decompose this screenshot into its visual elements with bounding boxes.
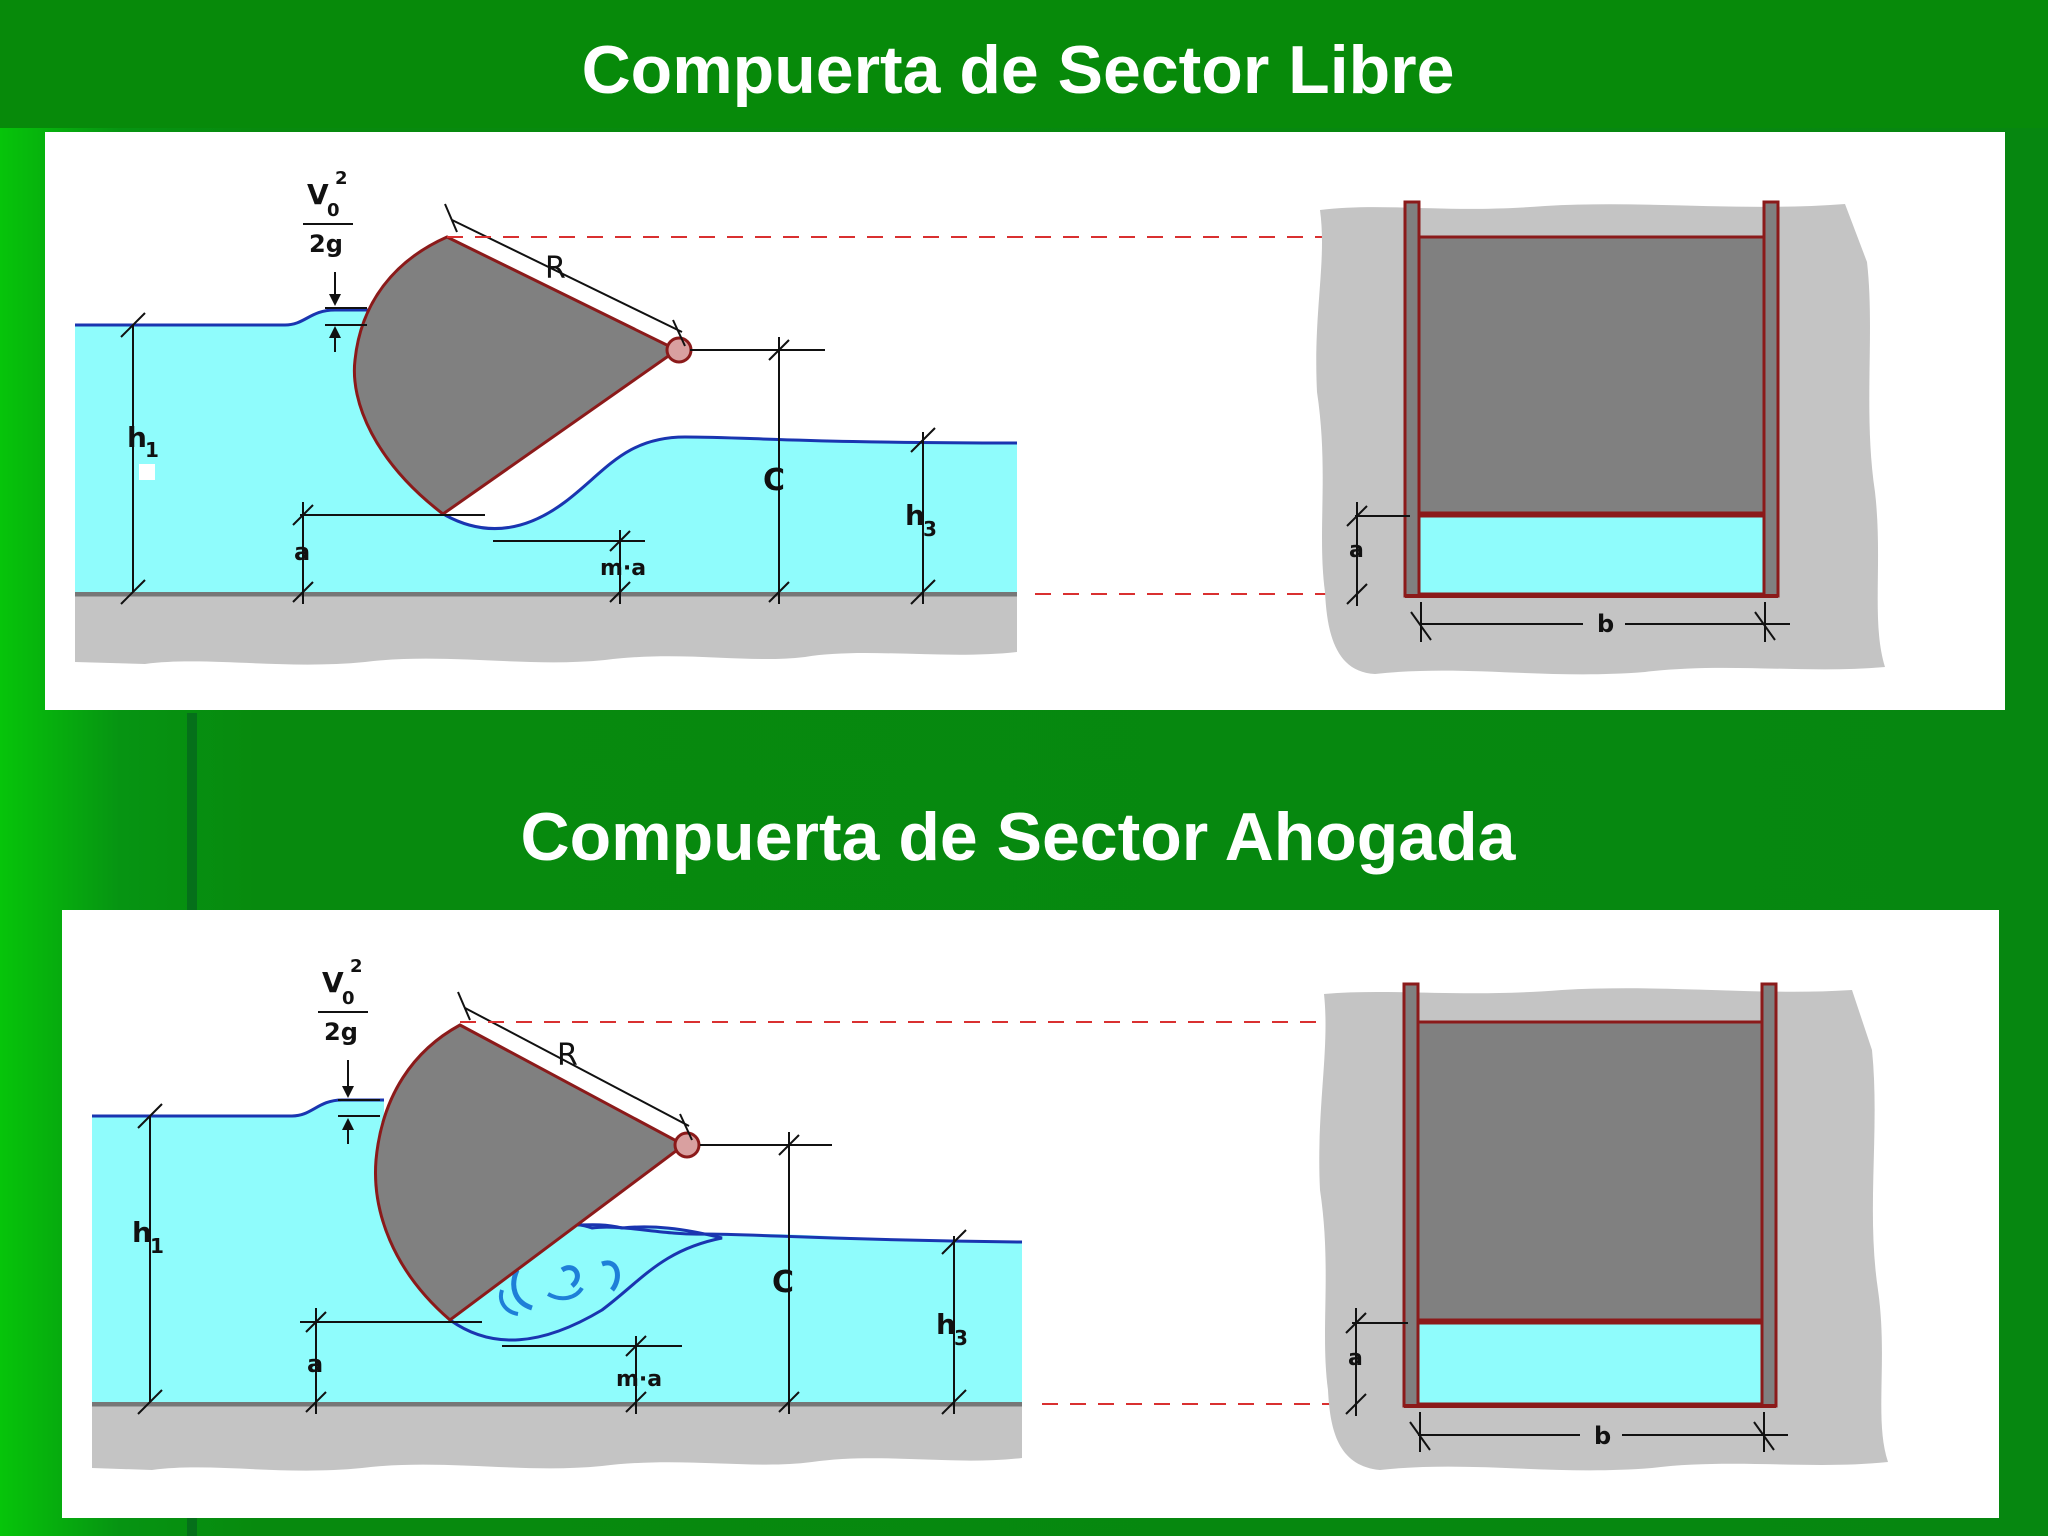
svg-text:V: V: [307, 178, 329, 211]
title-submerged-gate: Compuerta de Sector Ahogada: [520, 799, 1516, 875]
header-band: [0, 0, 2048, 128]
svg-text:m·a: m·a: [600, 556, 646, 581]
radius-label: R: [545, 251, 566, 286]
gate-pivot: [673, 1131, 701, 1159]
water-body: [75, 310, 1017, 592]
diagram-free-gate: R V 0 2 2g h 1 a m·a: [45, 132, 2005, 710]
gate-pivot: [665, 336, 693, 364]
svg-text:3: 3: [923, 517, 937, 541]
svg-text:2g: 2g: [324, 1018, 358, 1046]
sector-gate: [352, 235, 680, 516]
svg-text:h: h: [132, 1216, 152, 1249]
svg-text:C: C: [763, 463, 785, 498]
svg-text:0: 0: [342, 988, 355, 1009]
front-water: [1417, 514, 1766, 596]
svg-text:h: h: [936, 1308, 956, 1341]
svg-text:2: 2: [335, 168, 348, 189]
svg-text:h: h: [905, 499, 925, 532]
svg-text:b: b: [1597, 610, 1614, 638]
svg-text:3: 3: [954, 1326, 968, 1350]
channel-bed: [92, 1402, 1022, 1471]
radius-label: R: [557, 1038, 578, 1073]
svg-text:m·a: m·a: [616, 1367, 662, 1392]
svg-text:2g: 2g: [309, 230, 343, 258]
svg-text:a: a: [294, 538, 310, 566]
svg-text:1: 1: [145, 438, 159, 462]
svg-text:a: a: [1348, 1346, 1363, 1371]
channel-bed: [75, 592, 1017, 665]
sector-gate: [374, 1023, 687, 1322]
svg-text:V: V: [322, 966, 344, 999]
svg-text:1: 1: [150, 1234, 164, 1258]
svg-text:2: 2: [350, 956, 363, 977]
svg-text:h: h: [127, 421, 147, 454]
svg-text:a: a: [307, 1350, 323, 1378]
svg-text:b: b: [1594, 1422, 1611, 1450]
front-water: [1415, 1321, 1764, 1406]
front-gate-leaf: [1415, 1020, 1764, 1322]
svg-text:0: 0: [327, 200, 340, 221]
svg-text:C: C: [772, 1265, 794, 1300]
svg-text:a: a: [1349, 538, 1364, 563]
title-free-gate: Compuerta de Sector Libre: [581, 32, 1455, 108]
front-gate-leaf: [1417, 235, 1766, 515]
diagram-submerged-gate: R V 0 2 2g h 1 a m·a: [62, 910, 1999, 1518]
